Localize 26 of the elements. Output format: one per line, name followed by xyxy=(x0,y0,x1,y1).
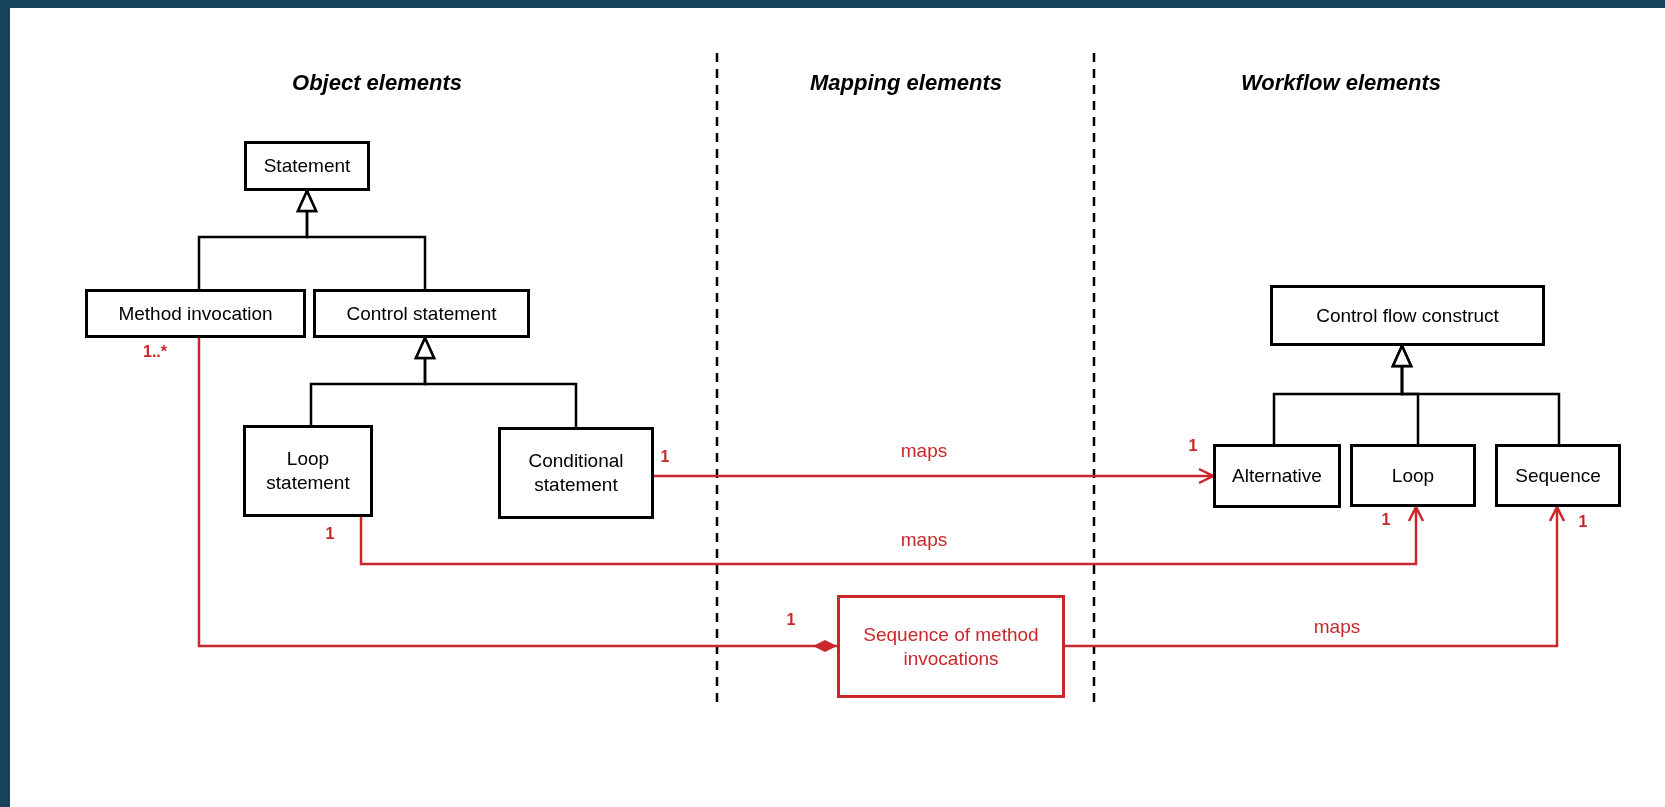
multiplicity-label: 1 xyxy=(1188,436,1198,456)
multiplicity-label: 1 xyxy=(1381,510,1391,530)
column-heading: Workflow elements xyxy=(1240,68,1442,97)
arrow xyxy=(296,189,427,289)
multiplicity-label: 1 xyxy=(786,610,796,630)
column-heading: Object elements xyxy=(292,68,462,97)
class-box: Alternative xyxy=(1213,444,1341,508)
column-heading: Mapping elements xyxy=(810,68,1002,97)
class-box: Sequence xyxy=(1495,444,1621,507)
arrow xyxy=(654,467,1215,485)
multiplicity-label: 1..* xyxy=(143,342,167,362)
class-box: Control statement xyxy=(313,289,530,338)
arrow xyxy=(359,505,1425,566)
class-box: Method invocation xyxy=(85,289,306,338)
multiplicity-label: 1 xyxy=(325,524,335,544)
class-box: Loop statement xyxy=(243,425,373,517)
multiplicity-label: 1 xyxy=(1578,512,1588,532)
class-box: Sequence of method invocations xyxy=(837,595,1065,698)
class-box: Statement xyxy=(244,141,370,191)
arrow xyxy=(1065,505,1566,648)
class-box: Control flow construct xyxy=(1270,285,1545,346)
arrow xyxy=(1391,344,1561,444)
class-box: Loop xyxy=(1350,444,1476,507)
arrow xyxy=(414,336,578,427)
multiplicity-label: 1 xyxy=(660,447,670,467)
class-box: Conditional statement xyxy=(498,427,654,519)
